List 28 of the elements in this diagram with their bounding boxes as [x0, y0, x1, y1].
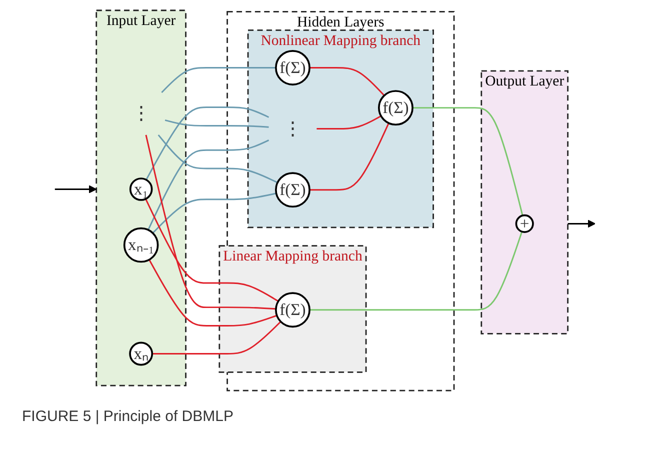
connector [317, 114, 382, 130]
node-text: ⋮ [284, 118, 302, 138]
connector [146, 134, 276, 310]
node-circle: xₙ [130, 341, 154, 366]
connector [148, 258, 278, 326]
node-circle: f(Σ) [275, 172, 311, 208]
node-text: ⋮ [132, 103, 151, 124]
connector [165, 118, 270, 128]
connector [310, 122, 390, 190]
node-circle: f(Σ) [275, 49, 311, 85]
connector [162, 66, 276, 93]
arrow [568, 219, 596, 228]
node-circle: + [516, 214, 534, 232]
connector [146, 106, 270, 180]
connector [158, 134, 278, 183]
connector [145, 198, 280, 302]
node-circle: f(Σ) [275, 292, 311, 328]
figure-caption: FIGURE 5 | Principle of DBMLP [22, 408, 234, 425]
arrow [55, 184, 98, 193]
node-circle: x₁ [130, 177, 154, 200]
connector [310, 230, 524, 310]
connector [152, 192, 277, 234]
node-circle: f(Σ) [378, 90, 414, 126]
connector [148, 139, 270, 230]
connector [152, 320, 282, 354]
connector [310, 66, 386, 96]
connector [412, 106, 524, 216]
node-circle: xₙ₋₁ [124, 226, 160, 262]
